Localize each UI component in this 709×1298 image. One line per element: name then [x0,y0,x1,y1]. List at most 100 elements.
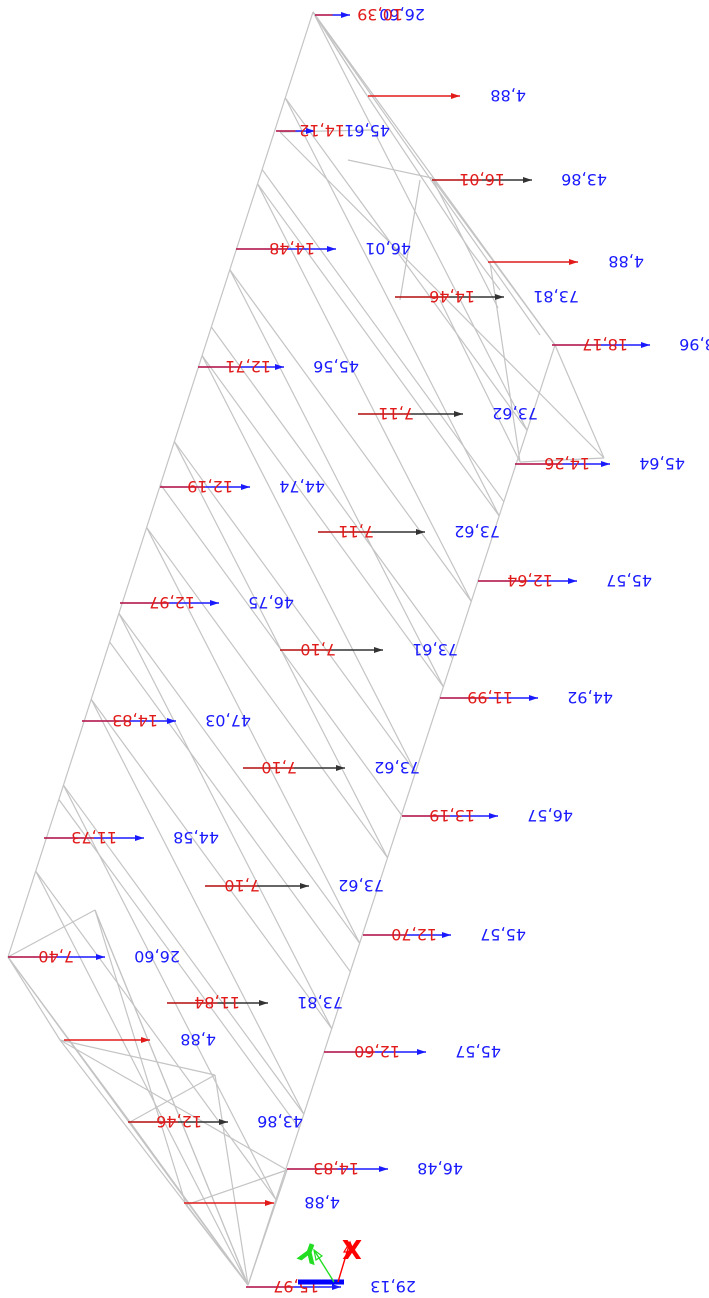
mesh-rib [229,269,472,602]
mesh-brace [312,11,541,336]
mesh-brace [59,1039,288,1171]
load-arrowhead-2 [451,93,460,99]
load-value-blue: 45,56 [313,357,359,376]
mesh-rib [35,870,277,1200]
mesh-edge-right-tip [554,344,605,459]
load-arrowhead-28 [219,1119,228,1125]
mesh-diagonal [312,11,528,431]
load-arrowhead-7 [495,294,504,300]
load-value-blue: 46,48 [417,1159,463,1178]
mesh-brace [214,1074,249,1286]
load-value-blue: 45,61 [344,121,390,140]
load-arrows [8,12,650,1290]
load-value-blue: 4,88 [490,86,526,105]
load-arrowhead-5 [327,246,336,252]
mesh-rib [257,183,500,517]
load-value-red: 12,64 [507,571,553,590]
mesh-rib [173,441,416,773]
load-value-red: 11,73 [71,828,117,847]
load-arrowhead-6 [569,259,578,265]
load-value-blue: 73,62 [338,876,384,895]
load-value-red: 7,40 [38,947,74,966]
load-arrowhead-30 [265,1200,274,1206]
mesh-diagonal [35,870,249,1286]
axis-x-shaft [337,1241,351,1283]
mesh-rib [201,355,444,688]
mesh-brace [7,909,96,958]
axis-x-arrowhead [342,1240,355,1253]
load-arrowhead-15 [210,600,219,606]
mesh-brace [94,909,187,1206]
axis-x-label: X [342,1233,362,1263]
mesh-diagonal [257,183,472,602]
load-value-blue: 73,81 [533,287,579,306]
mesh-diagonal [90,698,305,1115]
load-value-red: 7,11 [338,522,374,541]
load-arrowhead-8 [641,342,650,348]
load-arrowhead-21 [135,835,144,841]
load-arrowhead-4 [523,177,532,183]
load-value-red: 7,11 [378,404,414,423]
load-value-red: 12,60 [354,1042,400,1061]
mesh-rib [90,698,333,1029]
mesh-brace [94,909,249,1286]
load-value-blue: 4,88 [180,1030,216,1049]
mesh-rib [62,784,305,1115]
axis-y-arrowhead [313,1248,324,1261]
load-arrowhead-9 [275,364,284,370]
load-value-blue: 4,88 [608,252,644,271]
load-arrowhead-17 [529,695,538,701]
load-value-blue: 45,57 [455,1042,501,1061]
load-value-red: 14,46 [429,287,475,306]
mesh-rib [146,527,389,859]
load-value-blue: 73,62 [492,404,538,423]
load-arrowhead-25 [259,1000,268,1006]
load-arrowhead-23 [442,932,451,938]
mesh-edge-right-tip [519,457,605,463]
mesh-chord [109,641,351,973]
load-value-red: 7,10 [261,758,297,777]
mesh-diagonal [118,613,333,1029]
mesh-diagonal [229,269,444,688]
mesh-brace [185,1169,288,1206]
load-value-red: 7,10 [300,640,336,659]
load-arrowhead-26 [141,1037,150,1043]
load-value-red: 11,99 [467,688,513,707]
load-value-blue: 46,01 [365,239,411,258]
load-value-red: 14,12 [299,121,345,140]
load-value-red: 12,46 [156,1112,202,1131]
load-arrowhead-11 [601,461,610,467]
load-arrowhead-16 [374,647,383,653]
load-value-red: 14,83 [112,711,158,730]
load-value-blue: 44,74 [279,477,325,496]
coordinate-axes: XY [294,1233,362,1285]
load-arrowhead-27 [417,1049,426,1055]
load-value-blue: 4,88 [304,1193,340,1212]
mesh-chord [210,326,454,659]
load-value-blue: 43,86 [561,170,607,189]
load-value-red: 11,84 [194,993,240,1012]
load-value-blue: 45,57 [480,925,526,944]
load-value-blue: 28,96 [679,335,709,354]
load-value-blue: 73,62 [374,758,420,777]
mesh-brace [59,1039,216,1076]
mesh-diagonal [201,355,416,773]
load-value-blue: 46,75 [248,593,294,612]
load-value-red: 7,10 [224,876,260,895]
mesh-diagonal [284,97,500,517]
mesh-diagonal [62,784,277,1200]
mesh-brace [359,84,471,251]
mesh-rib [118,613,361,944]
load-arrowhead-14 [568,578,577,584]
load-arrowhead-29 [379,1166,388,1172]
load-arrowhead-1 [341,12,350,18]
load-value-blue: 44,58 [173,828,219,847]
load-value-blue: 43,86 [257,1112,303,1131]
load-value-blue: 46,57 [527,806,573,825]
load-arrowhead-19 [336,765,345,771]
load-value-red: 14,83 [313,1159,359,1178]
load-value-blue: 29,13 [370,1277,416,1296]
mesh-brace [469,249,501,291]
load-arrowhead-22 [300,883,309,889]
